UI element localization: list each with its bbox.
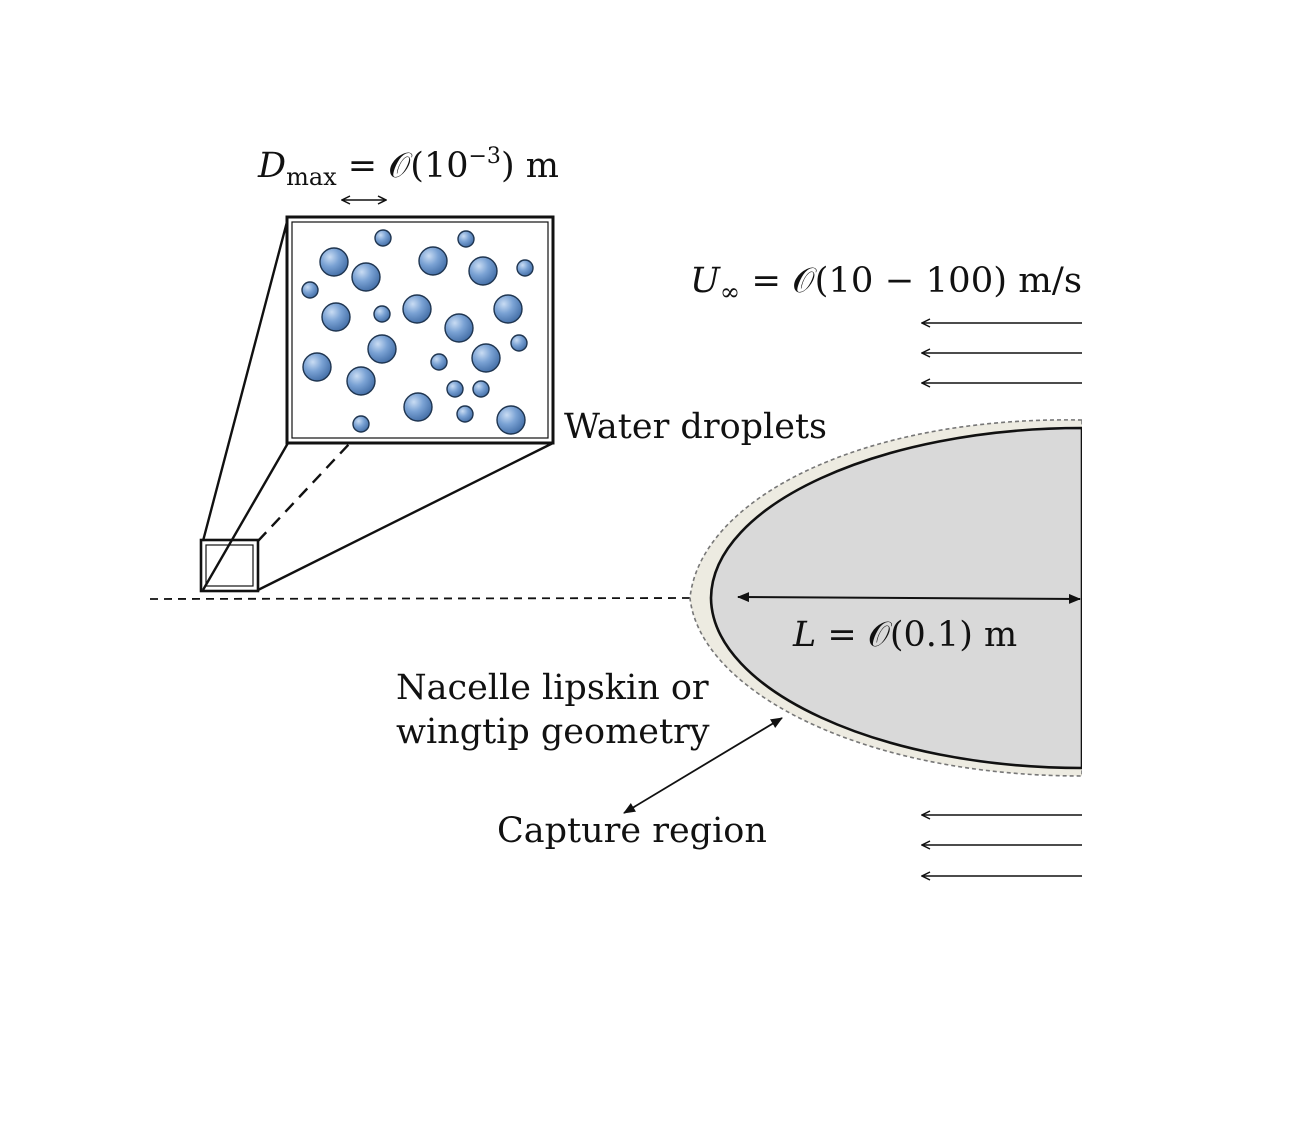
water-droplets-label: Water droplets: [564, 407, 827, 447]
droplet: [402, 294, 432, 324]
geometry-label-line1: Nacelle lipskin or: [396, 668, 709, 708]
droplet: [456, 405, 474, 423]
dmax-exponent: −3: [469, 144, 501, 169]
geometry-label-line2: wingtip geometry: [396, 712, 710, 752]
droplet: [352, 415, 370, 433]
dmax-rhs: = 𝒪(10: [337, 146, 469, 186]
u-subscript: ∞: [720, 278, 740, 306]
u-rhs: = 𝒪(10 − 100) m/s: [740, 261, 1082, 301]
length-label: L = 𝒪(0.1) m: [792, 615, 1017, 655]
droplet: [430, 353, 448, 371]
capture-pointer-arrow: [623, 717, 783, 814]
l-rhs: = 𝒪(0.1) m: [816, 615, 1017, 655]
droplet: [403, 392, 433, 422]
u-symbol: U: [690, 261, 721, 301]
droplet: [468, 256, 498, 286]
droplet: [471, 343, 501, 373]
l-symbol: L: [792, 615, 816, 655]
sample-box: [199, 538, 260, 593]
centerline: [149, 597, 693, 600]
dmax-symbol: D: [257, 146, 286, 186]
droplet: [374, 229, 392, 247]
droplet: [319, 247, 349, 277]
dmax-subscript: max: [286, 163, 337, 191]
dmax-label: Dmax = 𝒪(10−3) m: [257, 144, 559, 191]
freestream-velocity-label: U∞ = 𝒪(10 − 100) m/s: [690, 261, 1082, 306]
droplet: [516, 259, 534, 277]
droplet: [496, 405, 526, 435]
droplet: [472, 380, 490, 398]
droplet: [444, 313, 474, 343]
capture-region-label: Capture region: [497, 811, 767, 851]
droplet: [457, 230, 475, 248]
droplet: [493, 294, 523, 324]
droplet: [351, 262, 381, 292]
freestream-arrows: [922, 323, 1082, 876]
dmax-tail: ) m: [501, 146, 559, 186]
droplet: [373, 305, 391, 323]
droplet: [321, 302, 351, 332]
droplet: [367, 334, 397, 364]
droplet-inset: [285, 215, 555, 445]
length-dimension-arrow: [737, 592, 1081, 604]
droplet: [446, 380, 464, 398]
droplet: [302, 352, 332, 382]
droplets: [301, 229, 534, 435]
zoom-projection: [201, 217, 554, 592]
droplet: [418, 246, 448, 276]
droplet: [510, 334, 528, 352]
droplet: [346, 366, 376, 396]
droplet: [301, 281, 319, 299]
